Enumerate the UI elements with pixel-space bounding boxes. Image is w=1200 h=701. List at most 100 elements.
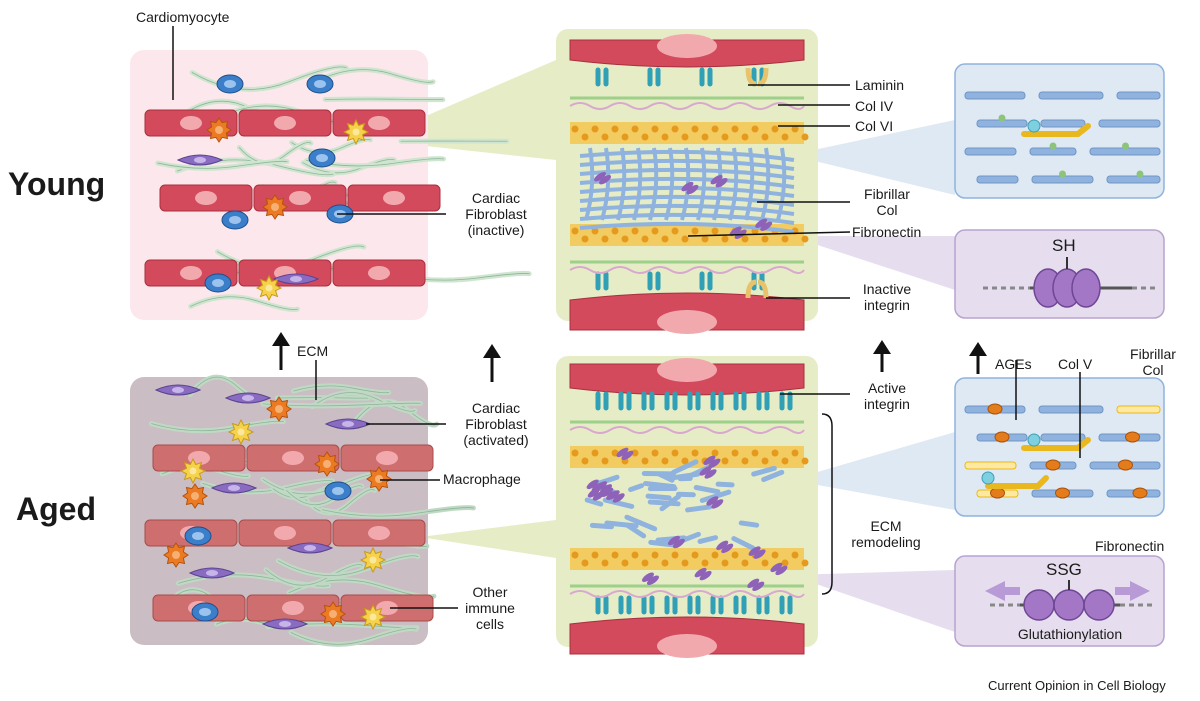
col-vi-dot xyxy=(571,551,579,559)
integrin xyxy=(595,595,609,615)
fibronectin-dimer xyxy=(753,549,766,559)
cardiomyocyte-nucleus xyxy=(180,266,202,280)
fibronectin-dimer xyxy=(699,570,712,581)
ecm-fiber-edge xyxy=(322,507,474,517)
collagen-fiber xyxy=(744,147,755,221)
col-vi-dot xyxy=(721,133,729,141)
immune-cell-nucleus xyxy=(189,467,197,475)
col-iv-band xyxy=(569,266,805,274)
col-vi-dot xyxy=(701,559,709,567)
fibronectin-dimer xyxy=(672,538,685,549)
fibronectin-dimer xyxy=(752,581,765,592)
col-vi-dot xyxy=(641,133,649,141)
fibronectin-molecule-young xyxy=(983,257,1155,308)
collagen-fragment xyxy=(693,485,721,495)
integrin xyxy=(687,595,701,615)
col-vi-dot xyxy=(631,125,639,133)
col-vi-dot xyxy=(771,551,779,559)
aged-ecm-illustration xyxy=(569,358,809,658)
integrin xyxy=(595,67,609,87)
fibronectin-dimer xyxy=(586,479,599,490)
integrin xyxy=(699,271,713,291)
integrin xyxy=(779,391,793,411)
integrin xyxy=(756,595,770,615)
fibronectin-molecule-aged xyxy=(985,580,1152,621)
fibronectin-dimer xyxy=(607,490,620,500)
age-crosslink xyxy=(1045,459,1061,471)
row-label-young: Young xyxy=(8,166,106,202)
col-vi-dot xyxy=(681,457,689,465)
integrin xyxy=(664,595,678,615)
col-iv-band xyxy=(569,102,805,110)
crosslink-dot xyxy=(1122,142,1129,150)
immune-cell-nucleus xyxy=(237,428,245,436)
cardiomyocyte-nucleus xyxy=(274,526,296,540)
col-vi-dot xyxy=(601,457,609,465)
col-vi-dot xyxy=(651,227,659,235)
credit-text: Current Opinion in Cell Biology xyxy=(988,678,1166,693)
label-other-immune-cells: Other immune cells xyxy=(465,584,515,632)
zoom-wedge-fiber-young xyxy=(790,120,955,195)
col-vi-dot xyxy=(731,125,739,133)
macrophage-nucleus xyxy=(172,551,180,559)
col-vi-dot xyxy=(801,457,809,465)
young-collagen-fibrils xyxy=(964,91,1161,184)
col-vi-dot xyxy=(711,227,719,235)
col-vi-dot xyxy=(631,227,639,235)
col-vi-dot xyxy=(591,449,599,457)
label-macrophage: Macrophage xyxy=(443,471,521,487)
col-vi-dot xyxy=(781,235,789,243)
collagen-fragment xyxy=(685,504,713,513)
col-vi-dot xyxy=(601,559,609,567)
cell-nucleus-top xyxy=(657,358,717,382)
collagen-fibril xyxy=(1098,119,1161,128)
cardiomyocyte-nucleus xyxy=(195,191,217,205)
col-v-fibril xyxy=(985,475,1049,489)
label-cardiomyocyte: Cardiomyocyte xyxy=(136,9,230,25)
collagen-fragment xyxy=(628,483,645,493)
collagen-fibril xyxy=(964,91,1026,100)
collagen-fragment xyxy=(589,522,614,530)
ecm-fiber-edge xyxy=(290,628,417,645)
col-vi-dot xyxy=(671,125,679,133)
label-fibroblast-inactive: Cardiac Fibroblast (inactive) xyxy=(465,190,527,238)
cell-nucleus-bottom xyxy=(657,310,717,334)
collagen-fiber xyxy=(728,147,739,221)
macrophage-nucleus xyxy=(215,126,223,134)
col-vi-dot xyxy=(651,125,659,133)
col-vi-dot xyxy=(591,227,599,235)
label-col-iv: Col IV xyxy=(855,98,894,114)
col-vi-dot xyxy=(761,457,769,465)
aged-tissue-illustration xyxy=(144,374,476,647)
ecm-fiber-edge xyxy=(238,142,312,164)
fibronectin-dimer xyxy=(715,177,728,188)
fibronectin-dimer xyxy=(616,447,629,458)
fibronectin-dimer xyxy=(775,565,788,576)
collagen-fibril xyxy=(1038,91,1104,100)
fibroblast-nucleus xyxy=(212,279,224,287)
collagen-fragment xyxy=(647,499,681,507)
collagen-fibril xyxy=(1116,405,1161,414)
fibroblast-nucleus xyxy=(314,80,326,88)
age-crosslink xyxy=(1118,459,1133,471)
zoom-wedge-fiber-aged xyxy=(790,432,955,510)
col-vi-dot xyxy=(741,133,749,141)
collagen-fiber xyxy=(584,147,595,221)
col-vi-dot xyxy=(571,449,579,457)
col-vi-dot xyxy=(671,551,679,559)
leader-lines xyxy=(172,26,1081,609)
col-iv-band xyxy=(569,590,805,598)
fibronectin-dimer xyxy=(686,184,699,195)
col-vi-dot xyxy=(721,457,729,465)
collagen-fragment xyxy=(676,491,696,498)
integrin xyxy=(647,67,661,87)
zoom-wedge-aged xyxy=(420,520,556,558)
cardiomyocyte-nucleus xyxy=(274,116,296,130)
activated-fibroblast-nucleus xyxy=(290,276,302,282)
col-vi-dot xyxy=(741,457,749,465)
young-tissue-illustration xyxy=(144,64,532,313)
collagen-fragment xyxy=(648,539,680,548)
col-vi-dot xyxy=(651,449,659,457)
col-vi-dot xyxy=(801,559,809,567)
label-col-vi: Col VI xyxy=(855,118,894,134)
